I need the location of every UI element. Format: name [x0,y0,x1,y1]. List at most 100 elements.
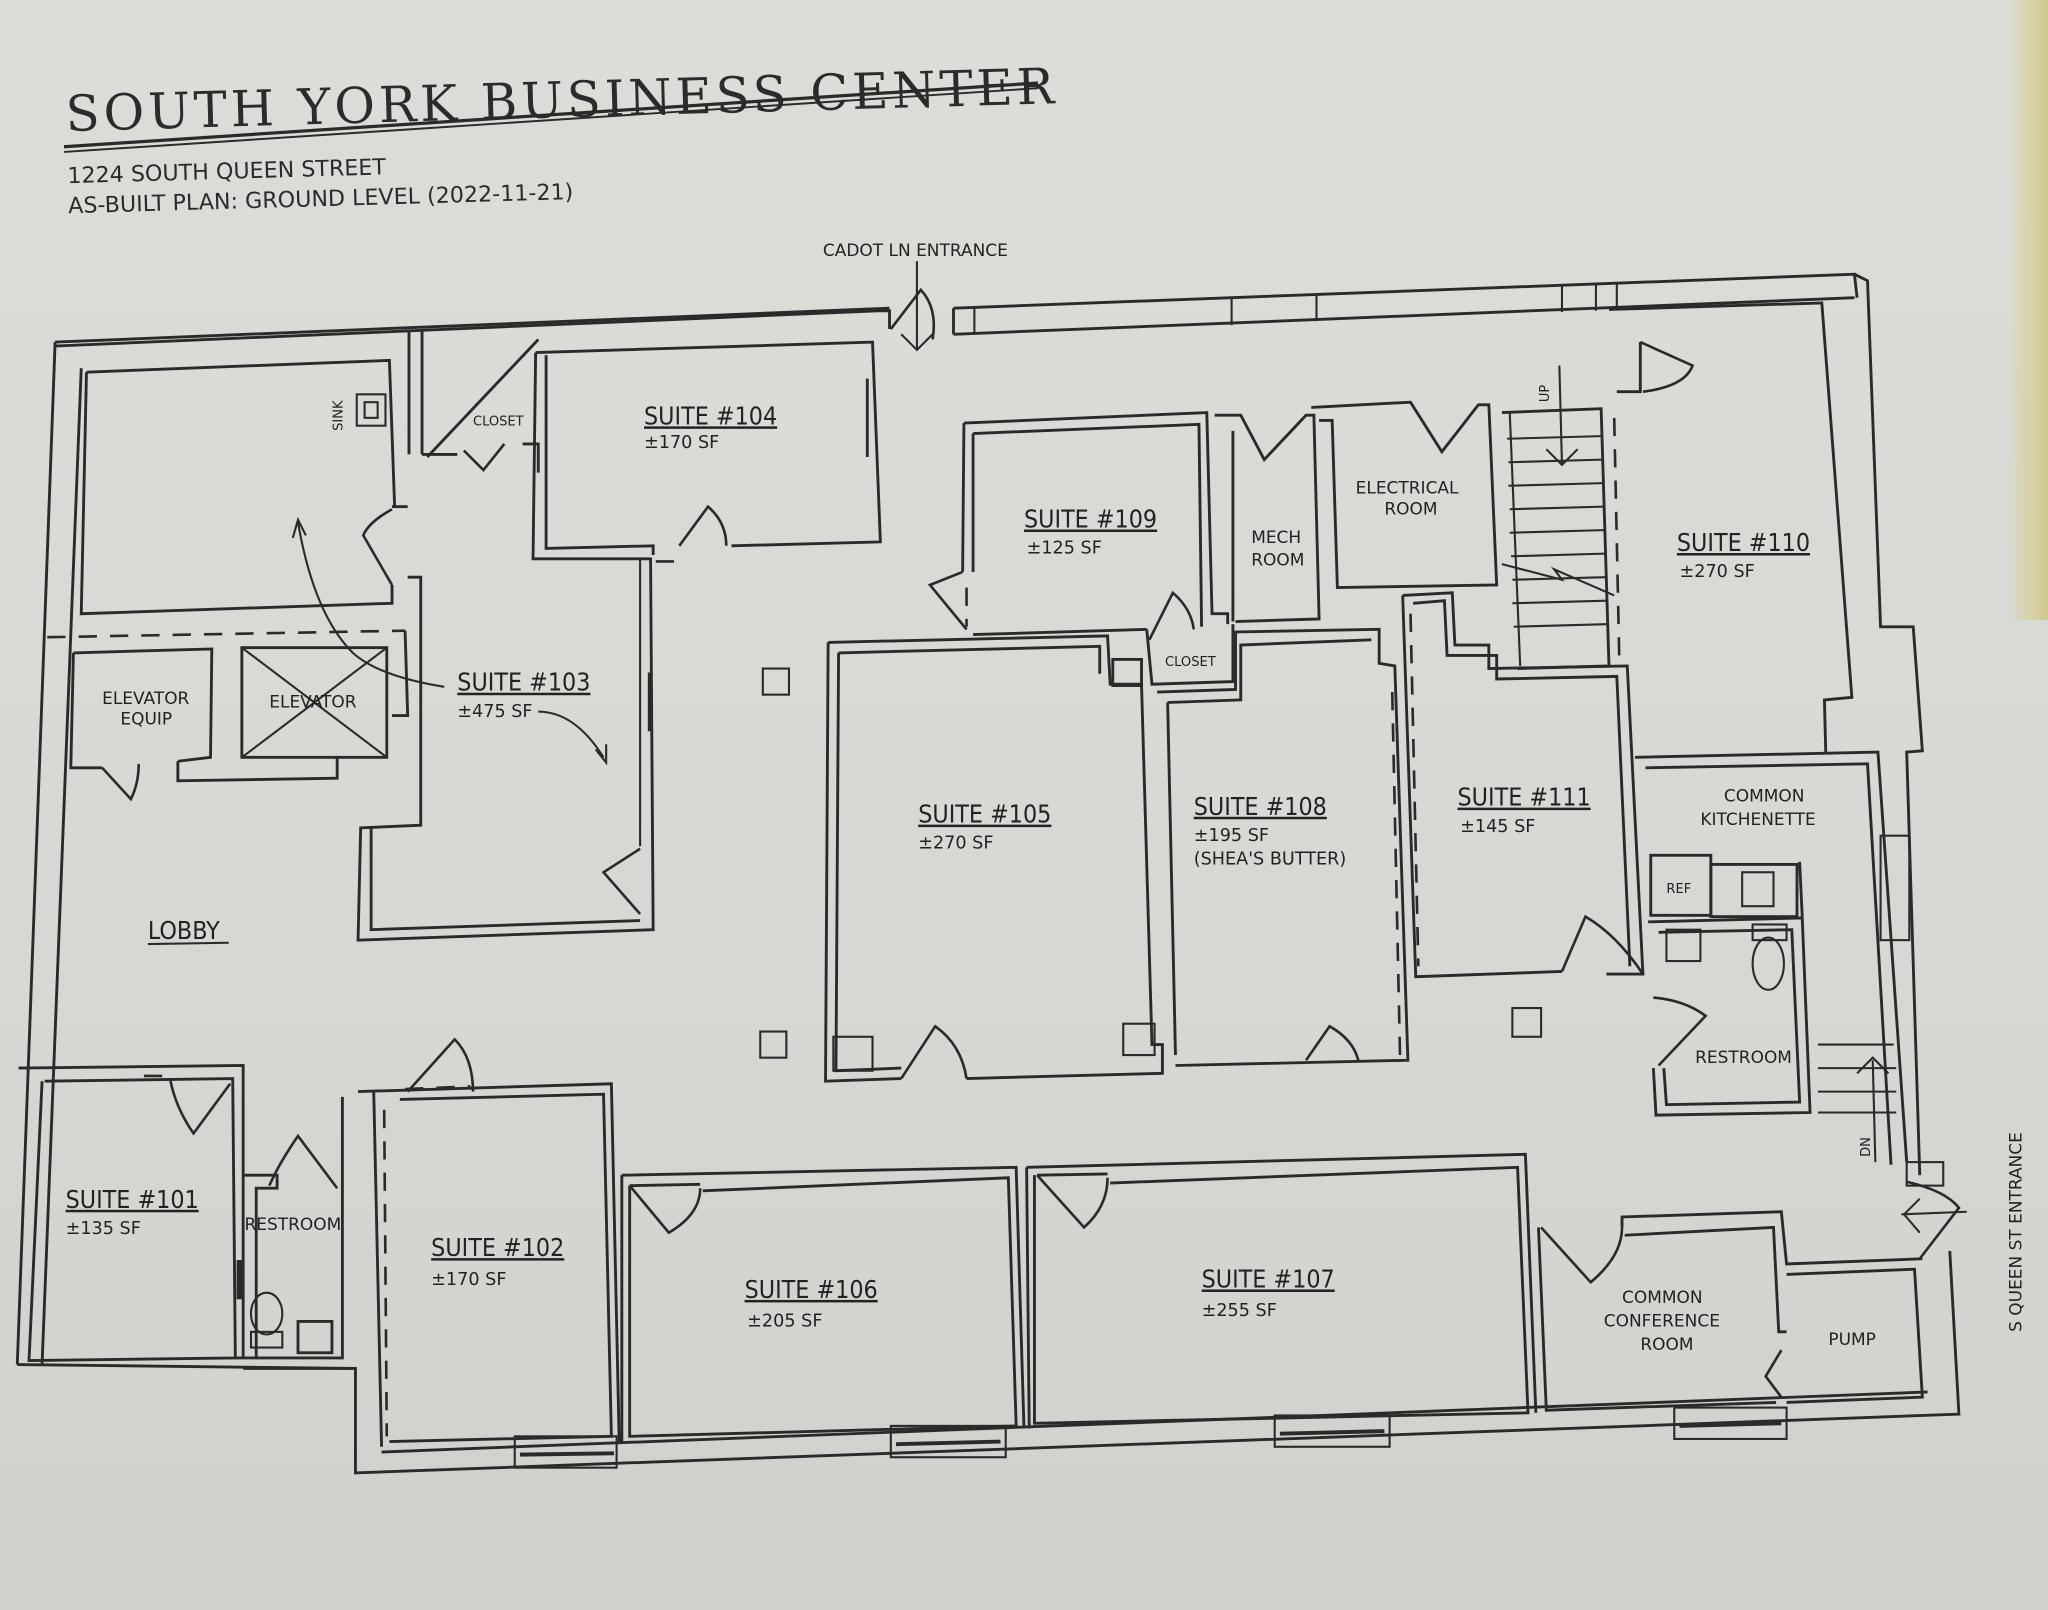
bottom-windows [513,1406,1788,1469]
suite-104-door[interactable] [678,504,728,547]
stairs-down: DN [1817,1043,1897,1163]
conference-room-door[interactable] [1540,1226,1624,1285]
electrical-room-label-2: ROOM [1384,499,1437,519]
restroom-west-door[interactable] [268,1133,339,1190]
suite-107-name: SUITE #107 [1202,1264,1335,1293]
kitchen-sink-icon [1741,871,1775,908]
lavatory-icon [296,1319,334,1355]
suite-110-area: ±270 SF [1679,562,1754,582]
kitchenette-label-1: COMMON [1724,787,1805,807]
column-post [759,1030,788,1059]
north-entrance: CADOT LN ENTRANCE [823,241,1008,352]
suite-104-name: SUITE #104 [644,401,777,430]
suite-108: SUITE #108 ±195 SF (SHEA'S BUTTER) [1157,627,1410,1067]
elevator-equip-door[interactable] [101,763,141,802]
suite-111-area: ±145 SF [1460,817,1535,837]
suite-106-door[interactable] [628,1184,702,1235]
entrance-arrow-icon [900,333,934,352]
suite-107-area: ±255 SF [1202,1301,1277,1321]
nw-room-door[interactable] [361,508,394,586]
suite-108-door[interactable] [1304,1024,1360,1062]
suite-104-area: ±170 SF [644,433,719,453]
stairs-down-label: DN [1859,1137,1874,1157]
closet-door[interactable] [462,443,506,473]
suite-107: SUITE #107 ±255 SF [1025,1152,1538,1429]
suite-108-name: SUITE #108 [1194,792,1327,821]
suite-108-area: ±195 SF [1194,826,1269,846]
suite-103-name: SUITE #103 [457,668,590,697]
sink-label: SINK [331,400,346,431]
suite-102-door[interactable] [406,1037,475,1093]
nw-room: SINK [79,358,445,688]
common-kitchenette: COMMON KITCHENETTE REF [1635,750,1911,1165]
pump-room: PUMP [1764,1267,1924,1404]
north-entrance-door[interactable] [889,287,936,340]
elevator-block: ELEVATOR EQUIP ELEVATOR [47,629,410,802]
suite-107-door[interactable] [1036,1174,1109,1230]
restroom-east-door[interactable] [1653,996,1708,1067]
closet-center-door[interactable] [1148,590,1196,641]
suite-102: SUITE #102 ±170 SF [358,1037,621,1447]
column-post [761,667,791,696]
elevator-shaft [240,646,389,759]
suite-103-area: ±475 SF [457,702,532,722]
suite-106-name: SUITE #106 [745,1275,878,1304]
suite-102-name: SUITE #102 [431,1233,564,1262]
suite-103-area-arrow [538,710,605,758]
stair-break-line [1501,563,1615,597]
paper-edge [2008,0,2048,620]
suite-101-name: SUITE #101 [66,1185,199,1214]
suite-109-door[interactable] [927,570,968,631]
east-entrance-arrow-icon [1902,1197,1921,1234]
suite-108-tenant: (SHEA'S BUTTER) [1194,849,1346,869]
suite-111: SUITE #111 ±145 SF [1401,591,1645,979]
stairs-up: UP [1501,340,1695,670]
restroom-west: RESTROOM [235,1096,353,1370]
suite-105-door[interactable] [900,1024,968,1080]
suite-105-name: SUITE #105 [918,800,1051,829]
stairs-up-arrow-icon [1545,448,1579,467]
stairs-up-label: UP [1538,385,1553,403]
plan-title: SOUTH YORK BUSINESS CENTER [65,57,1059,143]
electrical-room: ELECTRICAL ROOM [1311,400,1499,590]
east-entrance-label: S QUEEN ST ENTRANCE [2007,1132,2027,1332]
suite-103-door[interactable] [601,847,642,915]
pump-room-door[interactable] [1764,1349,1783,1398]
suite-109-name: SUITE #109 [1024,505,1157,534]
toilet-tank-icon [249,1330,284,1349]
suite-110-door[interactable] [1639,340,1695,394]
east-entrance-door[interactable] [1906,1180,1961,1260]
suite-102-area: ±170 SF [431,1270,506,1290]
suite-111-door[interactable] [1560,914,1645,975]
column-post [1511,1007,1543,1038]
suite-109: SUITE #109 ±125 SF [927,411,1230,641]
suite-106: SUITE #106 ±205 SF [620,1165,1026,1442]
suite-105-area: ±270 SF [918,834,993,854]
suite-110: SUITE #110 ±270 SF [1677,528,1810,582]
sink-fixture-icon [355,393,387,427]
suite-104: SUITE #104 ±170 SF [531,340,882,563]
closet-north: CLOSET [407,329,540,473]
title-block: SOUTH YORK BUSINESS CENTER 1224 SOUTH QU… [63,57,1059,219]
mech-room-label-1: MECH [1251,528,1301,548]
suite-110-name: SUITE #110 [1677,528,1810,557]
toilet-bowl-icon [1751,936,1785,991]
restroom-east: RESTROOM [1648,916,1812,1117]
closet-center: CLOSET [1145,624,1235,686]
east-entrance: S QUEEN ST ENTRANCE [1901,1132,2027,1332]
north-entrance-label: CADOT LN ENTRANCE [823,241,1008,261]
suite-105: SUITE #105 ±270 SF [824,634,1164,1083]
suite-101-door[interactable] [168,1078,232,1136]
elevator-label: ELEVATOR [269,693,356,713]
common-conference-room: COMMON CONFERENCE ROOM [1537,1210,1923,1412]
suite-101-area: ±135 SF [66,1219,141,1239]
closet-north-label: CLOSET [473,415,524,430]
suite-103: SUITE #103 ±475 SF [356,557,655,942]
ref-label: REF [1666,882,1691,897]
electrical-room-label-1: ELECTRICAL [1356,479,1459,499]
kitchenette-label-2: KITCHENETTE [1700,810,1815,830]
toilet-bowl-icon [249,1291,284,1336]
restroom-east-label: RESTROOM [1695,1048,1792,1068]
conference-label-2: CONFERENCE [1604,1312,1720,1332]
